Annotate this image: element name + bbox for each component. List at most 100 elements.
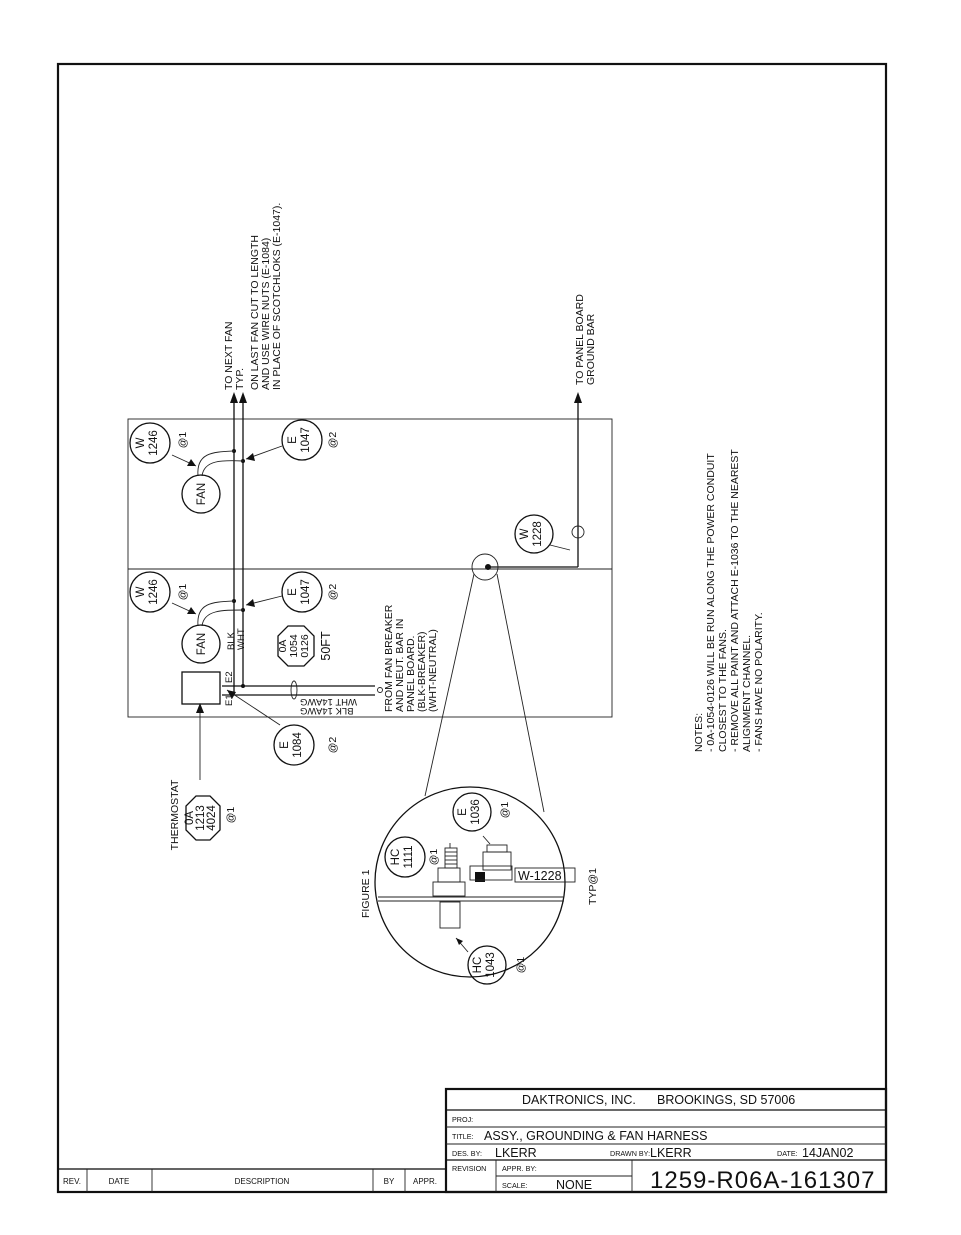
svg-text:LKERR: LKERR (650, 1146, 692, 1160)
svg-text:@1: @1 (515, 957, 527, 974)
detail-typ-label: TYP@1 (587, 868, 599, 905)
callout-hc1111: HC 1111 @1 (384, 836, 440, 878)
svg-text:1111: 1111 (403, 845, 415, 868)
svg-text:50FT: 50FT (319, 631, 333, 661)
svg-text:DATE: DATE (109, 1177, 130, 1186)
drawing-title: ASSY., GROUNDING & FAN HARNESS (484, 1129, 707, 1143)
callout-w1246-mid: W 1246 @1 (129, 571, 189, 613)
svg-text:DES. BY:: DES. BY: (452, 1149, 482, 1158)
terminal-e1-label: E1 (224, 694, 235, 706)
svg-text:@1: @1 (177, 432, 189, 449)
figure-label: FIGURE 1 (360, 869, 372, 918)
source-note: FROM FAN BREAKER AND NEUT. BAR IN PANEL … (377, 604, 439, 712)
detail-figure: W-1228 FIGURE 1 TYP@1 (360, 786, 599, 978)
svg-text:1246: 1246 (148, 430, 160, 456)
svg-text:HC: HC (390, 849, 402, 866)
svg-text:E: E (279, 741, 291, 749)
title-block: DAKTRONICS, INC. BROOKINGS, SD 57006 PRO… (444, 1087, 888, 1194)
svg-text:TITLE:: TITLE: (452, 1132, 474, 1141)
svg-text:THERMOSTAT: THERMOSTAT (169, 779, 181, 850)
svg-text:LKERR: LKERR (495, 1146, 537, 1160)
svg-text:1246: 1246 (148, 579, 160, 605)
svg-text:W: W (135, 437, 147, 448)
svg-text:AND USE WIRE NUTS (E-1084): AND USE WIRE NUTS (E-1084) (260, 238, 272, 390)
company-location: BROOKINGS, SD 57006 (657, 1093, 795, 1107)
svg-text:NOTES:: NOTES: (693, 713, 705, 752)
callout-hc1043: HC 1043 @1 (467, 945, 527, 985)
svg-text:@1: @1 (225, 807, 237, 824)
svg-text:GROUND BAR: GROUND BAR (585, 313, 597, 385)
wire-wht-gauge-label: WHT 14AWG (300, 696, 357, 707)
callout-thermostat: 0A 1213 4024 THERMOSTAT @1 (169, 779, 237, 850)
svg-text:AND NEUT. BAR IN: AND NEUT. BAR IN (394, 619, 406, 712)
wire-blk-label: BLK (226, 631, 237, 650)
svg-text:@2: @2 (327, 584, 339, 601)
svg-text:DRAWN BY:: DRAWN BY: (610, 1149, 650, 1158)
svg-text:CLOSEST TO THE FANS.: CLOSEST TO THE FANS. (717, 629, 729, 752)
terminal-e2-label: E2 (224, 671, 235, 683)
callout-e1084: E 1084 @2 (273, 724, 339, 766)
company-name: DAKTRONICS, INC. (522, 1093, 636, 1107)
svg-text:@1: @1 (177, 584, 189, 601)
svg-text:W: W (519, 528, 531, 539)
svg-text:@1: @1 (428, 849, 440, 866)
svg-text:@1: @1 (499, 802, 511, 819)
svg-text:ALIGNMENT CHANNEL.: ALIGNMENT CHANNEL. (741, 635, 753, 752)
callout-e1047-mid: E 1047 @2 (281, 571, 339, 613)
callout-e1036: E 1036 @1 (452, 792, 511, 832)
detail-w1228-label: W-1228 (518, 869, 562, 883)
notes-block: NOTES: - 0A-1054-0126 WILL BE RUN ALONG … (693, 449, 765, 752)
wire-blk-gauge-label: BLK 14AWG (300, 705, 354, 716)
svg-text:TYP.: TYP. (234, 368, 246, 390)
svg-text:@2: @2 (327, 432, 339, 449)
svg-text:1228: 1228 (532, 521, 544, 547)
leader-lines (171, 445, 571, 780)
svg-text:1043: 1043 (485, 952, 497, 978)
svg-text:@2: @2 (327, 737, 339, 754)
svg-text:1054: 1054 (288, 634, 300, 658)
fan-top: FAN (181, 474, 221, 514)
svg-text:IN PLACE OF SCOTCHLOKS (E-1047: IN PLACE OF SCOTCHLOKS (E-1047). (271, 203, 283, 390)
callout-w1228: W 1228 (514, 514, 554, 554)
fan-top-label: FAN (196, 483, 208, 505)
fan-middle-label: FAN (196, 633, 208, 655)
fan-middle: FAN (181, 624, 221, 664)
svg-text:HC: HC (472, 957, 484, 974)
svg-text:NONE: NONE (556, 1178, 592, 1192)
svg-text:- REMOVE ALL PAINT AND ATTACH: - REMOVE ALL PAINT AND ATTACH E-1036 TO … (729, 449, 741, 752)
svg-text:SCALE:: SCALE: (502, 1181, 528, 1190)
svg-text:- 0A-1054-0126 WILL BE RUN ALO: - 0A-1054-0126 WILL BE RUN ALONG THE POW… (705, 453, 717, 752)
ground-wire (424, 392, 585, 813)
svg-text:1036: 1036 (470, 799, 482, 825)
svg-text:APPR.: APPR. (413, 1177, 437, 1186)
ground-note: TO PANEL BOARD GROUND BAR (574, 294, 597, 385)
svg-text:0126: 0126 (299, 634, 311, 658)
svg-text:(WHT-NEUTRAL): (WHT-NEUTRAL) (427, 629, 439, 712)
svg-text:E: E (457, 808, 469, 816)
callout-e1047-top: E 1047 @2 (281, 419, 339, 461)
svg-text:APPR. BY:: APPR. BY: (502, 1164, 537, 1173)
svg-text:TO PANEL BOARD: TO PANEL BOARD (574, 294, 586, 385)
svg-text:TO NEXT FAN: TO NEXT FAN (223, 322, 235, 390)
svg-text:- FANS HAVE NO POLARITY.: - FANS HAVE NO POLARITY. (753, 612, 765, 752)
svg-text:0A: 0A (277, 640, 289, 653)
svg-text:DESCRIPTION: DESCRIPTION (235, 1177, 290, 1186)
revision-block: REV. DATE DESCRIPTION BY APPR. (57, 1168, 447, 1193)
svg-text:E: E (287, 436, 299, 444)
callout-oa1054: 0A 1054 0126 50FT (277, 625, 333, 667)
callout-w1246-top: W 1246 @1 (129, 422, 189, 464)
cabinet-panels (127, 418, 613, 718)
svg-text:FROM FAN BREAKER: FROM FAN BREAKER (383, 604, 395, 712)
svg-text:REV.: REV. (63, 1177, 81, 1186)
wire-wht-label: WHT (236, 628, 247, 650)
thermostat-box: E2 E1 (181, 671, 235, 706)
svg-text:(BLK-BREAKER): (BLK-BREAKER) (416, 631, 428, 712)
fan-lead-loops (197, 450, 244, 627)
svg-text:0A: 0A (184, 811, 196, 825)
svg-text:1213: 1213 (195, 805, 207, 831)
svg-text:DATE:: DATE: (777, 1149, 798, 1158)
svg-text:BY: BY (384, 1177, 395, 1186)
svg-text:14JAN02: 14JAN02 (802, 1146, 853, 1160)
